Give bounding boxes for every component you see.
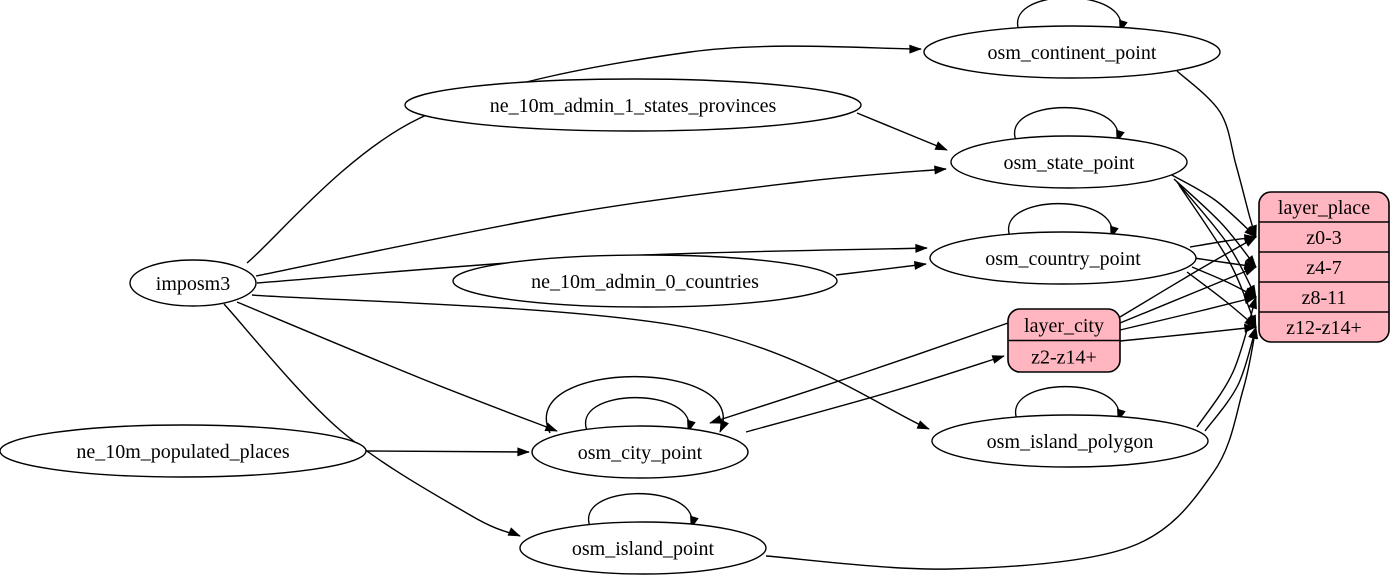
- table-node-osm_country_point: osm_country_point: [929, 231, 1197, 285]
- table-node-osm_island_point: osm_island_point: [519, 521, 767, 575]
- layer_place-row-z4-7: z4-7: [1306, 257, 1342, 279]
- edge-osm_state_point-layer_place-z8-11: [1176, 181, 1257, 298]
- edge-imposm3-osm_island_polygon: [251, 294, 930, 430]
- edge-imposm3-osm_island_point: [223, 303, 521, 537]
- layer_city-row-z2-z14+: z2-z14+: [1031, 346, 1097, 368]
- node-label-osm_island_point: osm_island_point: [572, 538, 715, 560]
- layer_place-row-z12-z14+: z12-z14+: [1286, 317, 1362, 339]
- edge-imposm3-osm_continent_point: [246, 44, 922, 264]
- edge-osm_continent_point-osm_continent_point-self0: [1016, 0, 1128, 34]
- layer_place-row-z8-11: z8-11: [1302, 287, 1347, 309]
- layer_city-row-layer_city: layer_city: [1024, 315, 1104, 337]
- edge-osm_country_point-osm_country_point-self0: [1007, 202, 1119, 240]
- node-label-imposm3: imposm3: [156, 273, 230, 295]
- table-node-osm_continent_point: osm_continent_point: [923, 25, 1221, 79]
- edge-layer_city-layer_place-z12-z14+: [1119, 323, 1257, 342]
- edge-osm_city_point-layer_city-z2-z14+: [745, 355, 1005, 433]
- node-label-ne_10m_admin_1_states_provinces: ne_10m_admin_1_states_provinces: [490, 95, 777, 117]
- edge-ne_10m_admin_1_states_provinces-osm_state_point: [856, 112, 948, 151]
- node-label-ne_10m_admin_0_countries: ne_10m_admin_0_countries: [531, 271, 759, 293]
- node-label-osm_state_point: osm_state_point: [1003, 152, 1135, 174]
- edge-osm_island_point-layer_place-z12-z14+: [765, 326, 1259, 570]
- edge-osm_city_point-osm_city_point-self0: [584, 396, 696, 434]
- edge-layer_city-layer_place-z8-11: [1119, 295, 1257, 331]
- edge-osm_island_point-osm_island_point-self0: [587, 492, 699, 530]
- edge-layer_city-osm_city_point: [709, 322, 1009, 424]
- node-label-osm_continent_point: osm_continent_point: [988, 42, 1157, 64]
- edge-osm_state_point-layer_place-z4-7: [1173, 178, 1257, 268]
- table-node-osm_island_polygon: osm_island_polygon: [931, 414, 1209, 468]
- edges: [223, 0, 1259, 570]
- table-node-osm_state_point: osm_state_point: [950, 135, 1188, 189]
- nodes: imposm3 ne_10m_admin_1_states_provincesne…: [0, 25, 1390, 575]
- edge-layer_city-layer_place-z0-3: [1119, 236, 1257, 318]
- edge-osm_state_point-osm_state_point-self0: [1013, 106, 1125, 144]
- node-label-osm_city_point: osm_city_point: [578, 442, 703, 464]
- layer-node-layer_place: layer_place z0-3 z4-7 z8-11 z12-z14+: [1258, 191, 1390, 343]
- edge-osm_island_polygon-layer_place-z12-z14+: [1204, 326, 1257, 432]
- node-label-osm_island_polygon: osm_island_polygon: [987, 431, 1154, 453]
- edge-ne_10m_admin_0_countries-osm_country_point: [835, 260, 927, 276]
- table-node-imposm3: imposm3: [129, 259, 257, 307]
- layer_place-row-layer_place: layer_place: [1278, 197, 1370, 219]
- node-label-ne_10m_populated_places: ne_10m_populated_places: [76, 441, 289, 463]
- layer_place-row-z0-3: z0-3: [1306, 227, 1342, 249]
- edge-layer_city-layer_place-z4-7: [1119, 266, 1257, 324]
- edge-osm_country_point-layer_place-z4-7: [1193, 257, 1257, 270]
- edge-osm_continent_point-layer_place-z0-3: [1176, 70, 1257, 238]
- edge-osm_island_polygon-osm_island_polygon-self0: [1014, 385, 1126, 423]
- layer-node-layer_city: layer_city z2-z14+: [1007, 308, 1121, 373]
- edge-osm_state_point-layer_place-z0-3: [1169, 173, 1257, 238]
- table-node-osm_city_point: osm_city_point: [531, 425, 749, 479]
- edge-ne_10m_populated_places-osm_city_point: [365, 447, 530, 457]
- edge-osm_city_point-osm_city_point-self1: [545, 376, 729, 434]
- node-label-osm_country_point: osm_country_point: [985, 248, 1141, 270]
- edge-imposm3-osm_state_point: [255, 165, 947, 277]
- edge-osm_island_polygon-layer_place-z8-11: [1196, 296, 1257, 428]
- edge-imposm3-osm_city_point: [236, 301, 558, 432]
- table-node-ne_10m_admin_1_states_provinces: ne_10m_admin_1_states_provinces: [404, 78, 862, 132]
- edge-osm_country_point-layer_place-z8-11: [1191, 266, 1257, 298]
- table-node-ne_10m_populated_places: ne_10m_populated_places: [0, 424, 367, 478]
- table-node-ne_10m_admin_0_countries: ne_10m_admin_0_countries: [452, 254, 838, 308]
